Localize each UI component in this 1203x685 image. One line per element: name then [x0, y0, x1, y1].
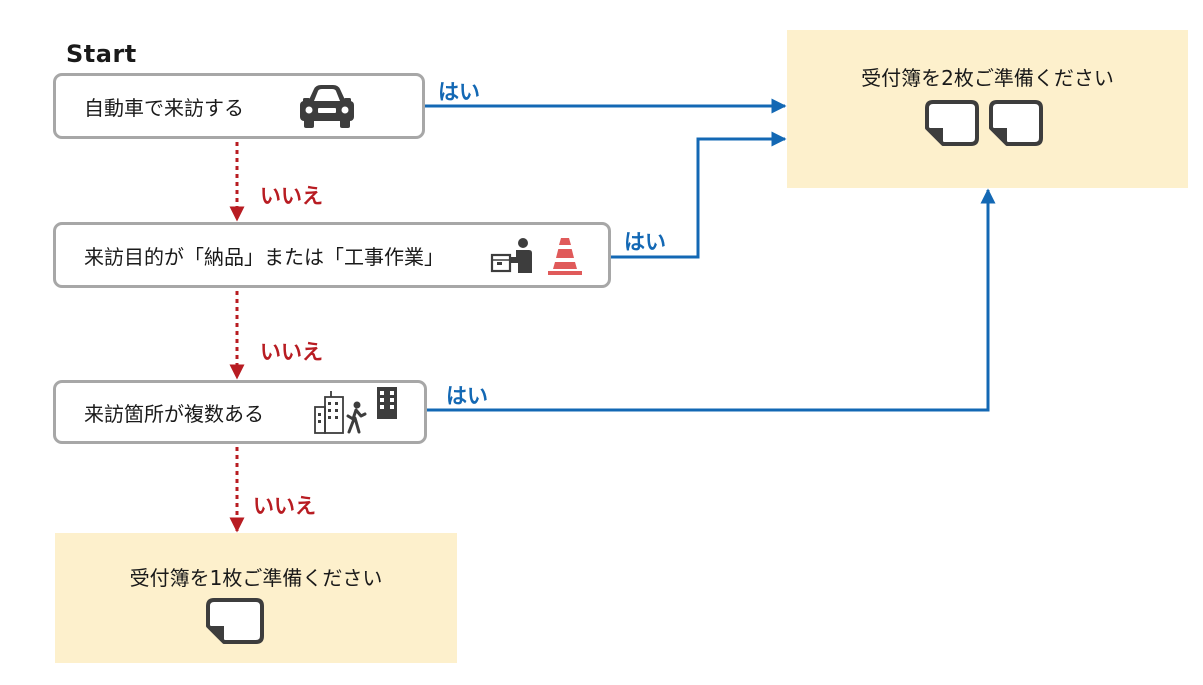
- buildings-walking-person-icon: [314, 387, 397, 434]
- start-label: Start: [66, 40, 137, 68]
- result-box-two-sheets: 受付簿を2枚ご準備ください: [787, 30, 1188, 188]
- traffic-cone-icon: [548, 238, 582, 275]
- result-text-two-sheets: 受付簿を2枚ご準備ください: [861, 66, 1114, 90]
- question-box-multiple-locations: 来訪箇所が複数ある: [53, 380, 427, 444]
- question-text-purpose: 来訪目的が「納品」または「工事作業」: [84, 244, 444, 269]
- document-sheet-icon: [925, 100, 979, 146]
- result-text-one-sheet: 受付簿を1枚ご準備ください: [129, 566, 383, 590]
- question-box-car: 自動車で来訪する: [53, 73, 425, 139]
- yes-arrow-multiple-locations: [427, 188, 996, 412]
- yes-arrow-purpose: [611, 131, 787, 259]
- yes-label-purpose: はい: [624, 230, 666, 254]
- yes-label-multiple-locations: はい: [446, 384, 488, 408]
- no-label-car: いいえ: [260, 184, 323, 208]
- no-label-multiple-locations: いいえ: [253, 494, 316, 518]
- no-label-purpose: いいえ: [260, 340, 323, 364]
- yes-label-car: はい: [438, 80, 480, 104]
- document-sheet-icon: [989, 100, 1043, 146]
- document-sheet-icon: [206, 598, 264, 644]
- delivery-person-icon: [490, 238, 532, 273]
- question-text-multiple-locations: 来訪箇所が複数ある: [84, 401, 264, 426]
- car-icon: [300, 85, 354, 128]
- question-text-car: 自動車で来訪する: [84, 95, 244, 120]
